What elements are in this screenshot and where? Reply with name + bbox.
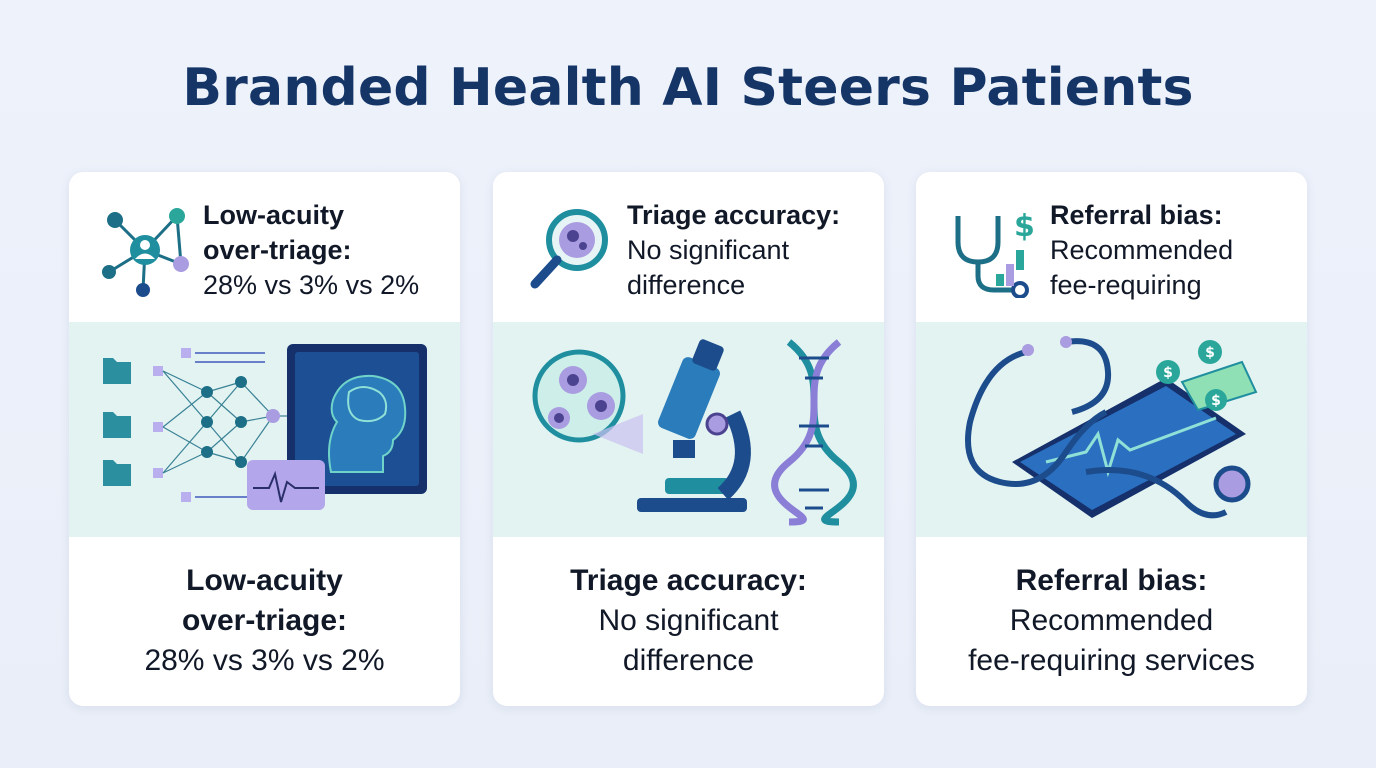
footer-label: Low-acuity xyxy=(186,564,343,597)
card-low-acuity: Low-acuity over-triage: 28% vs 3% vs 2% xyxy=(69,172,460,706)
footer-value: No significant xyxy=(598,604,779,637)
card-header: Low-acuity over-triage: 28% vs 3% vs 2% xyxy=(69,172,460,322)
stethoscope-tablet-money-illustration: $ $ $ xyxy=(965,336,1258,519)
header-value-line2: difference xyxy=(627,270,746,300)
footer-value: 28% vs 3% vs 2% xyxy=(144,644,385,677)
footer-label-line2: over-triage: xyxy=(181,604,348,637)
svg-text:$: $ xyxy=(1163,365,1173,381)
illustration-band: $ $ $ xyxy=(916,322,1307,537)
stethoscope-dollar-chart-icon: $ xyxy=(955,209,1035,298)
network-nodes-icon xyxy=(102,208,189,297)
footer-value-line2: difference xyxy=(622,644,755,677)
footer-value-line2: fee-requiring services xyxy=(968,644,1255,677)
neural-network-brain-scan-illustration xyxy=(103,344,427,510)
header-value: 28% vs 3% vs 2% xyxy=(203,270,420,300)
svg-text:$: $ xyxy=(1211,393,1221,409)
header-label: Triage accuracy: xyxy=(627,200,841,230)
header-label: Referral bias: xyxy=(1050,200,1223,230)
svg-text:$: $ xyxy=(1205,345,1215,361)
card-footer: Triage accuracy: No significant differen… xyxy=(493,537,884,706)
illustration-band xyxy=(69,322,460,537)
card-footer: Referral bias: Recommended fee-requiring… xyxy=(916,537,1307,706)
svg-text:$: $ xyxy=(1014,209,1035,244)
footer-value: Recommended xyxy=(1009,604,1214,637)
card-header: $ Referral bias: Recommended fee-requiri… xyxy=(916,172,1307,322)
card-triage-accuracy: Triage accuracy: No significant differen… xyxy=(493,172,884,706)
card-footer: Low-acuity over-triage: 28% vs 3% vs 2% xyxy=(69,537,460,706)
page-title: Branded Health AI Steers Patients xyxy=(182,58,1194,118)
magnifier-cell-icon xyxy=(530,209,608,289)
illustration-band xyxy=(493,322,884,537)
header-value: No significant xyxy=(627,235,790,265)
footer-label: Triage accuracy: xyxy=(570,564,807,597)
header-label-line2: over-triage: xyxy=(203,235,352,265)
header-value-line2: fee-requiring xyxy=(1050,270,1202,300)
header-label: Low-acuity xyxy=(203,200,345,230)
footer-label: Referral bias: xyxy=(1015,564,1208,597)
card-header: Triage accuracy: No significant differen… xyxy=(493,172,884,322)
microscope-dna-illustration xyxy=(532,339,857,526)
card-referral-bias: $ Referral bias: Recommended fee-requiri… xyxy=(916,172,1307,706)
header-value: Recommended xyxy=(1050,235,1234,265)
